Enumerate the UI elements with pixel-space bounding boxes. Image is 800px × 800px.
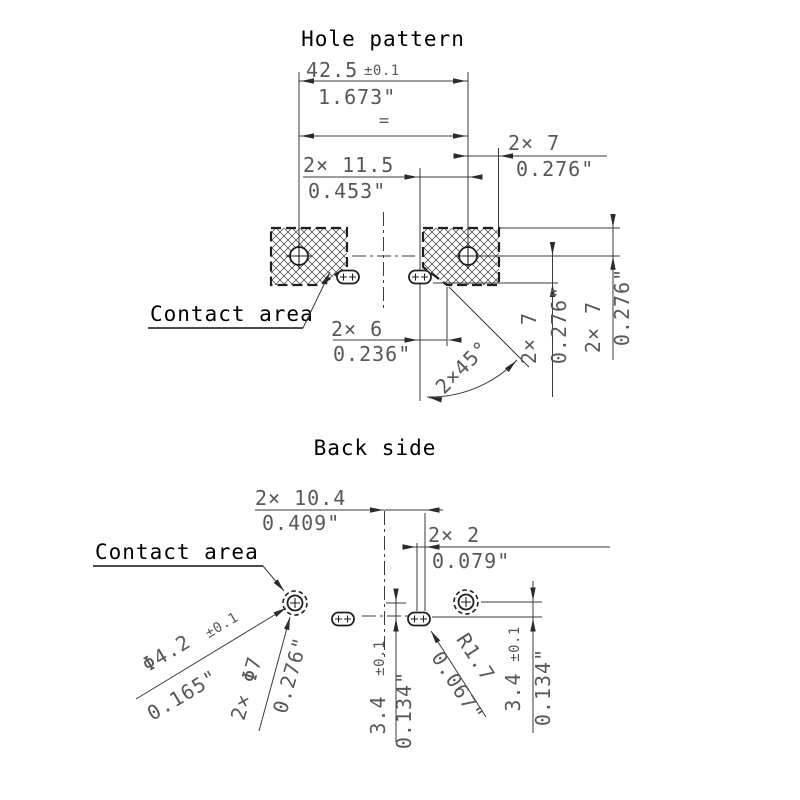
dim-left-mm: 3.4	[366, 695, 390, 734]
left-contact-ring	[282, 590, 308, 616]
dim-pitch-inch: 0.453"	[308, 179, 386, 203]
dim-right-tol: ±0.1	[507, 626, 523, 662]
dim-slot-offset: 2× 6 0.236"	[331, 317, 462, 366]
dim-edge: 2× 7 0.276"	[453, 131, 607, 181]
dim-vert1: 2× 7 0.276"	[517, 242, 571, 397]
dim-pitch: 2× 11.5 0.453"	[303, 153, 483, 203]
dim-pin-inch: 0.079"	[432, 549, 510, 573]
extension-lines-back	[386, 513, 542, 618]
dim-left-tol: ±0.1	[372, 640, 388, 676]
extension-lines	[298, 72, 620, 401]
dim-vert1-inch: 0.276"	[547, 286, 571, 364]
dim-chamfer-label: 2×45°	[431, 336, 494, 399]
dim-pin-mm: 2× 2	[428, 523, 480, 547]
dim-contact-dia-mm: 2× Φ7	[226, 653, 267, 722]
leader-line	[262, 565, 285, 592]
dim-slot-inch: 0.236"	[333, 342, 411, 366]
dim-right-height: 3.4 ±0.1 0.134"	[501, 581, 555, 733]
dim-equal-symbol: =	[379, 111, 389, 131]
left-slot-back	[331, 611, 355, 627]
dim-equal-spacing: =	[299, 111, 468, 139]
back-side-view: Back side Contact area	[93, 436, 610, 749]
contact-area-label-back: Contact area	[95, 540, 259, 564]
dim-edge-mm: 2× 7	[508, 131, 560, 155]
right-slot	[408, 269, 432, 285]
dim-offset: 2× 10.4 0.409"	[255, 486, 443, 535]
dim-chamfer-angle: 2×45°	[426, 286, 530, 403]
dim-pin-offset: 2× 2 0.079"	[402, 523, 610, 573]
right-contact-ring	[453, 589, 479, 615]
dim-slot-mm: 2× 6	[331, 317, 383, 341]
right-hole	[455, 243, 481, 269]
dim-vert1-mm: 2× 7	[517, 312, 541, 364]
dim-width: 42.5 ±0.1 1.673"	[299, 58, 468, 109]
dim-width-tol: ±0.1	[364, 63, 400, 79]
dim-left-inch: 0.134"	[392, 671, 416, 749]
dim-right-mm: 3.4	[501, 672, 525, 711]
contact-area-callout-top: Contact area	[148, 271, 331, 329]
hole-pattern-view: Hole pattern	[148, 27, 634, 403]
dim-contact-dia: 2× Φ7 0.276"	[226, 616, 313, 732]
dim-vert2-mm: 2× 7	[581, 301, 605, 353]
dim-left-height: 3.4 ±0.1 0.134"	[366, 588, 416, 749]
dim-offset-inch: 0.409"	[262, 511, 340, 535]
hole-pattern-title: Hole pattern	[301, 27, 465, 51]
contact-area-label-top: Contact area	[150, 302, 314, 326]
dim-width-mm: 42.5	[306, 58, 358, 82]
dim-vert2: 2× 7 0.276"	[581, 214, 634, 360]
leader-line	[302, 271, 331, 329]
dim-right-inch: 0.134"	[531, 648, 555, 726]
dim-offset-mm: 2× 10.4	[255, 486, 346, 510]
dim-radius: R1.7 0.067"	[426, 629, 500, 726]
dim-hole-dia-mm: Φ4.2	[138, 629, 195, 676]
dim-edge-inch: 0.276"	[516, 157, 594, 181]
left-slot	[336, 269, 360, 285]
dim-width-inch: 1.673"	[318, 85, 396, 109]
right-slot-back	[407, 611, 431, 627]
dim-pitch-mm: 2× 11.5	[303, 153, 394, 177]
contact-area-callout-back: Contact area	[93, 540, 285, 592]
left-hole	[286, 243, 312, 269]
dim-hole-dia-tol: ±0.1	[203, 610, 242, 642]
back-side-title: Back side	[314, 436, 437, 460]
dim-vert2-inch: 0.276"	[610, 268, 634, 346]
